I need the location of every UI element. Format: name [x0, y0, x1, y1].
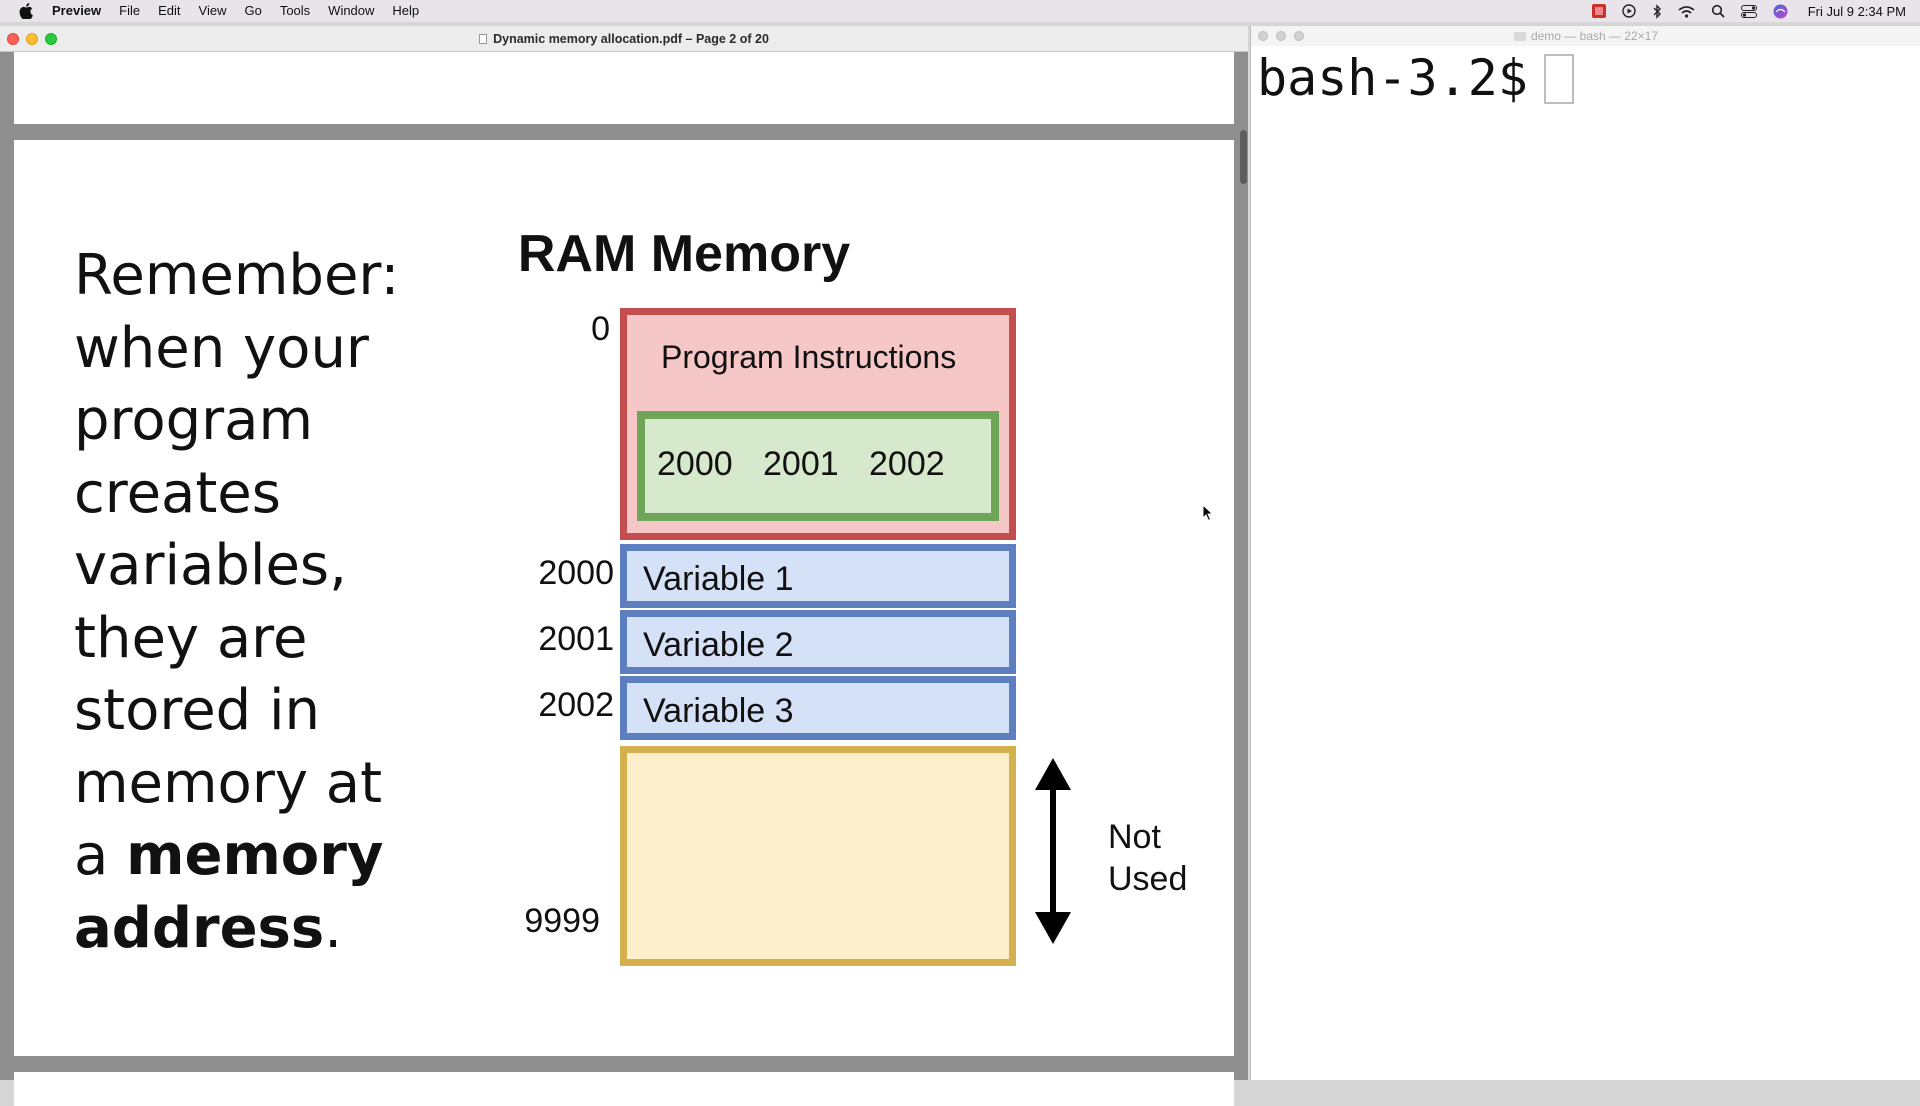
- menu-window[interactable]: Window: [328, 3, 375, 18]
- diagram-title: RAM Memory: [517, 225, 851, 283]
- minimize-button[interactable]: [26, 32, 38, 45]
- folder-icon: [1513, 32, 1526, 41]
- program-instructions-label: Program Instructions: [661, 339, 957, 375]
- terminal-title-area: demo — bash — 22×17: [1251, 26, 1920, 46]
- double-arrow-icon: [1035, 758, 1071, 944]
- terminal-input-line[interactable]: bash-3.2$: [1257, 48, 1574, 108]
- slide-text-line: program: [74, 388, 314, 453]
- terminal-minimize-button[interactable]: [1276, 31, 1286, 41]
- variable-2-box: Variable 2: [620, 610, 1016, 674]
- not-used-line: Used: [1108, 860, 1188, 898]
- text-cursor: [1543, 54, 1574, 104]
- slide-text-line: memory at: [74, 750, 383, 816]
- preview-window-title: Dynamic memory allocation.pdf – Page 2 o…: [493, 32, 769, 46]
- terminal-window: demo — bash — 22×17 bash-3.2$: [1250, 26, 1920, 1080]
- slide-text-prefix: a: [74, 823, 127, 888]
- window-controls: [7, 32, 64, 45]
- slide-text-line: variables,: [74, 533, 347, 598]
- stored-address: 2002: [869, 445, 945, 483]
- apple-menu-icon[interactable]: [14, 0, 38, 22]
- address-label-var2: 2001: [538, 620, 614, 658]
- program-instructions-region: Program Instructions 2000 2001 2002: [620, 308, 1016, 540]
- menu-clock[interactable]: Fri Jul 9 2:34 PM: [1807, 3, 1906, 19]
- menu-tools[interactable]: Tools: [279, 3, 311, 18]
- play-circle-icon[interactable]: [1622, 4, 1636, 18]
- stored-address: 2000: [657, 445, 733, 483]
- preview-window: Dynamic memory allocation.pdf – Page 2 o…: [0, 26, 1248, 1106]
- close-button[interactable]: [7, 32, 19, 45]
- preview-titlebar[interactable]: Dynamic memory allocation.pdf – Page 2 o…: [0, 26, 1248, 52]
- menu-view[interactable]: View: [198, 3, 227, 18]
- menu-bar: Preview File Edit View Go Tools Window H…: [0, 0, 1920, 22]
- status-area: Fri Jul 9 2:34 PM: [1584, 0, 1920, 22]
- address-label-var3: 2002: [538, 686, 614, 724]
- control-center-icon[interactable]: [1740, 4, 1757, 18]
- variable-2-label: Variable 2: [643, 626, 794, 664]
- slide-text-line: creates: [74, 460, 281, 526]
- pdf-page-next: [14, 1072, 1234, 1106]
- recorder-icon[interactable]: [1591, 4, 1606, 18]
- not-used-line: Not: [1108, 818, 1161, 856]
- shell-prompt: bash-3.2$: [1257, 49, 1528, 107]
- terminal-window-controls: [1258, 31, 1312, 41]
- address-label-var1: 2000: [538, 554, 614, 592]
- pdf-page-previous: [14, 52, 1234, 124]
- slide-text-period: .: [324, 895, 343, 961]
- variable-3-label: Variable 3: [643, 692, 794, 730]
- slide-body-text: Remember: when your program creates vari…: [74, 240, 434, 965]
- menu-app-preview[interactable]: Preview: [52, 3, 102, 18]
- menu-edit[interactable]: Edit: [158, 3, 181, 18]
- not-used-label: Not Used: [1108, 816, 1187, 900]
- menu-help[interactable]: Help: [392, 3, 420, 18]
- slide-text-line: when your: [74, 315, 369, 381]
- slide-text-line: address.: [74, 893, 434, 966]
- address-label-end: 9999: [524, 902, 600, 940]
- bluetooth-icon[interactable]: [1652, 3, 1662, 19]
- vertical-scrollbar-thumb[interactable]: [1240, 130, 1247, 184]
- slide-text-line: Remember:: [74, 243, 400, 308]
- mouse-pointer-icon: [1202, 504, 1214, 522]
- slide-text-line: a memory: [74, 820, 434, 893]
- menu-go[interactable]: Go: [244, 3, 262, 18]
- unused-memory-region: [620, 746, 1016, 966]
- slide-text-bold-memory: memory: [126, 823, 384, 888]
- slide-text-bold-address: address: [74, 895, 325, 961]
- terminal-titlebar[interactable]: demo — bash — 22×17: [1251, 26, 1920, 46]
- terminal-zoom-button[interactable]: [1294, 31, 1304, 41]
- pdf-page-current: Remember: when your program creates vari…: [14, 140, 1234, 1056]
- stored-address: 2001: [763, 445, 839, 483]
- variable-3-box: Variable 3: [620, 676, 1016, 740]
- terminal-window-title: demo — bash — 22×17: [1530, 29, 1659, 43]
- variable-1-label: Variable 1: [643, 560, 794, 598]
- slide-text-line: stored in: [74, 678, 321, 743]
- address-label-start: 0: [591, 310, 610, 348]
- slide-text-line: they are: [74, 605, 308, 671]
- spotlight-search-icon[interactable]: [1711, 4, 1725, 18]
- pdf-document-icon: [479, 34, 488, 44]
- window-title-area: Dynamic memory allocation.pdf – Page 2 o…: [0, 26, 1248, 52]
- terminal-close-button[interactable]: [1258, 31, 1268, 41]
- zoom-button[interactable]: [45, 32, 57, 45]
- wifi-icon[interactable]: [1678, 5, 1695, 18]
- menu-file[interactable]: File: [119, 3, 141, 18]
- siri-icon[interactable]: [1773, 4, 1788, 19]
- stored-addresses-box: 2000 2001 2002: [637, 411, 999, 521]
- variable-1-box: Variable 1: [620, 544, 1016, 608]
